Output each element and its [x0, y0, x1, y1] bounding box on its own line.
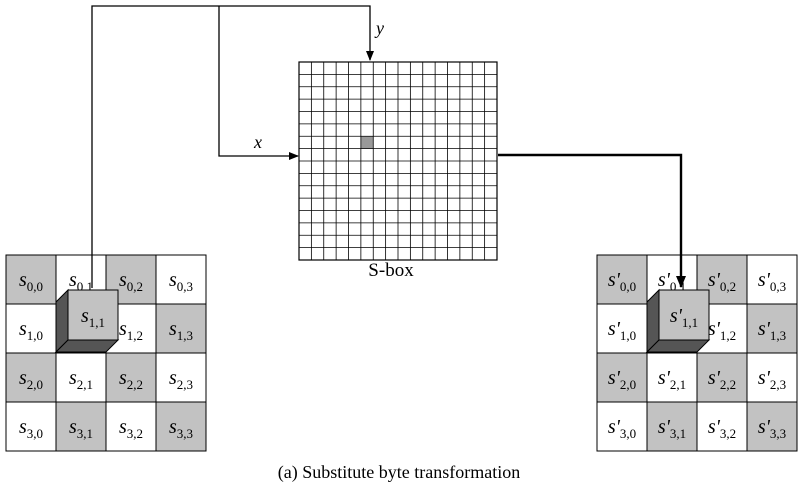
input-state-cell	[155, 352, 207, 403]
figure-caption: (a) Substitute byte transformation	[278, 462, 520, 483]
x-input-line	[218, 6, 299, 160]
output-state-cell-label: s'2,1	[658, 367, 686, 392]
input-state-cell-label: s2,1	[69, 367, 93, 392]
output-state-cell-label: s'0,0	[608, 269, 636, 294]
output-state-cell-label: s'3,3	[758, 416, 786, 441]
input-state-cell-label: s0,2	[119, 269, 143, 294]
s-box-grid	[298, 61, 498, 261]
output-state-cell	[696, 352, 748, 403]
output-state-cell-label: s'1,0	[608, 318, 636, 343]
output-state-cell	[746, 303, 798, 354]
input-state-cell	[155, 401, 207, 452]
input-state-cell-label: s3,0	[19, 416, 43, 441]
input-state-cell	[55, 352, 107, 403]
input-state-cell	[5, 401, 57, 452]
output-state-cell-label: s'2,2	[708, 367, 736, 392]
input-state-cell-label: s3,2	[119, 416, 143, 441]
input-state-cell-label: s2,3	[169, 367, 193, 392]
output-state-cell-label: s'3,0	[608, 416, 636, 441]
output-state-cell-label: s'3,1	[658, 416, 686, 441]
output-state-raised-block	[658, 289, 710, 341]
input-connector-lines	[91, 5, 374, 288]
input-state-cell-label: s2,2	[119, 367, 143, 392]
y-input-label: y	[374, 18, 384, 38]
output-state-cell-label: s'3,2	[708, 416, 736, 441]
x-input-label: x	[253, 132, 262, 152]
y-input-line	[91, 5, 374, 288]
input-state-raised-block	[67, 289, 119, 341]
s-box-output-line	[498, 153, 686, 288]
output-state-cell-label: s'0,2	[708, 269, 736, 294]
output-state-cell-label: s'0,3	[758, 269, 786, 294]
output-state-cell	[596, 401, 648, 452]
output-state-cell	[596, 352, 648, 403]
input-state-cell	[155, 303, 207, 354]
output-state-cell-label: s'2,3	[758, 367, 786, 392]
output-state-cell-label: s'1,3	[758, 318, 786, 343]
input-state-cell-label: s1,2	[119, 318, 143, 343]
output-state-cell	[746, 254, 798, 305]
input-state-cell-label: s2,0	[19, 367, 43, 392]
input-state-cell-label: s1,3	[169, 318, 193, 343]
input-state-cell-label: s3,1	[69, 416, 93, 441]
output-state-cell-label: s'2,0	[608, 367, 636, 392]
input-state-cell	[155, 254, 207, 305]
input-state-cell	[5, 254, 57, 305]
input-state-cell-label: s0,0	[19, 269, 43, 294]
output-state-cell	[646, 401, 698, 452]
input-state-raised-label: s1,1	[81, 305, 105, 330]
output-state-cell	[746, 401, 798, 452]
input-state-cell-label: s3,3	[169, 416, 193, 441]
output-state-cell-label: s'1,2	[708, 318, 736, 343]
output-state-cell	[696, 401, 748, 452]
input-state-cell-label: s0,3	[169, 269, 193, 294]
input-state-cell	[105, 401, 157, 452]
output-state-raised-label: s'1,1	[670, 305, 698, 330]
output-state-cell	[746, 352, 798, 403]
s-box-selected-cell	[360, 136, 374, 149]
input-state-cell	[55, 401, 107, 452]
s-box-label: S-box	[368, 260, 414, 281]
input-state-cell-label: s1,0	[19, 318, 43, 343]
